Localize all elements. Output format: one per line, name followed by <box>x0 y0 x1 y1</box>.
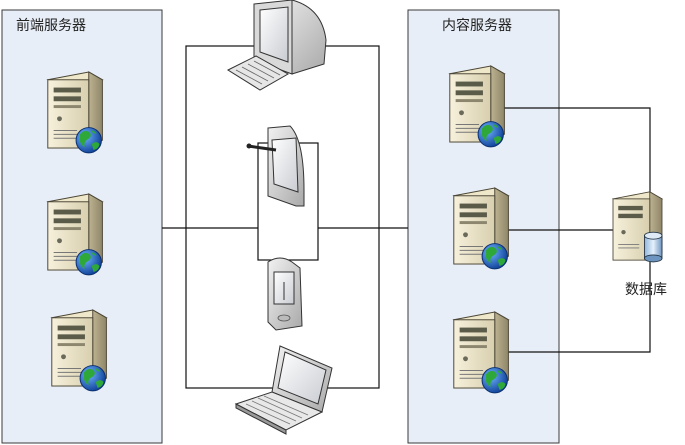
client-ring-line <box>185 45 380 389</box>
server-globe-icon <box>453 311 509 394</box>
server-globe-icon <box>453 187 509 270</box>
server-globe-icon <box>47 193 103 276</box>
tablet-icon <box>246 125 305 207</box>
connections <box>162 45 651 389</box>
pda-icon <box>267 257 303 331</box>
front-servers-label: 前端服务器 <box>16 17 86 34</box>
server-globe-icon <box>47 71 103 154</box>
database-server-icon <box>612 191 663 263</box>
desktop-icon <box>226 0 327 91</box>
server-globe-icon <box>51 309 107 392</box>
content-servers-label: 内容服务器 <box>442 17 512 34</box>
database-label: 数据库 <box>625 282 667 298</box>
server-globe-icon <box>449 65 505 148</box>
laptop-icon <box>234 345 333 435</box>
